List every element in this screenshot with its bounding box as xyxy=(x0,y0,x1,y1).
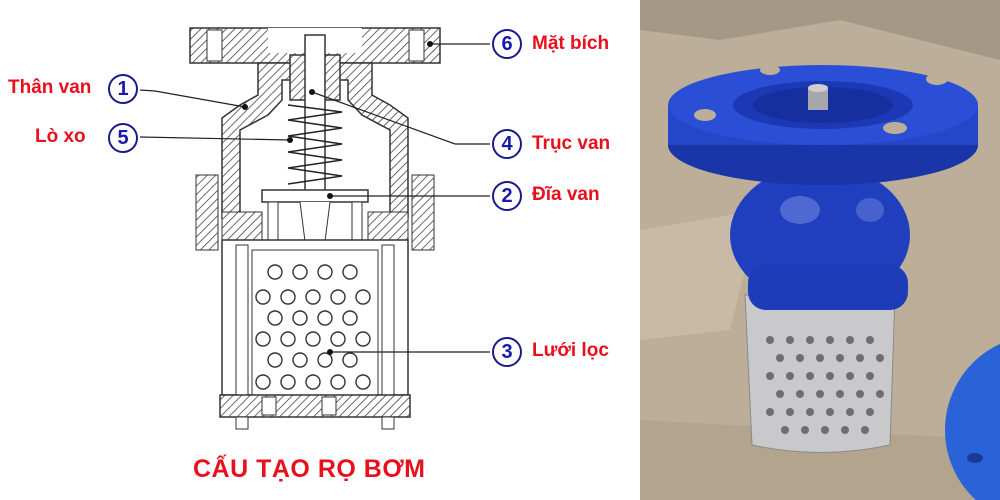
part-number-badge: 1 xyxy=(108,74,138,104)
part-number-badge: 3 xyxy=(492,337,522,367)
part-number-badge: 2 xyxy=(492,181,522,211)
photo-illustration xyxy=(640,0,1000,500)
diagram-title: CẤU TẠO RỌ BƠM xyxy=(193,455,426,483)
label-luoi-loc: Lưới lọc xyxy=(532,340,609,361)
cross-section-diagram: Thân van 1 Lò xo 5 6 Mặt bích 4 Trục van… xyxy=(8,27,611,483)
part-number-badge: 5 xyxy=(108,123,138,153)
part-number-badge: 4 xyxy=(492,129,522,159)
part-number-badge: 6 xyxy=(492,29,522,59)
label-than-van: Thân van xyxy=(8,77,92,98)
foot-valve-photo xyxy=(640,0,1000,500)
label-lo-xo: Lò xo xyxy=(35,126,86,147)
label-truc-van: Trục van xyxy=(532,133,611,154)
label-dia-van: Đĩa van xyxy=(532,184,600,205)
valve-cross-section-drawing xyxy=(139,27,490,430)
label-mat-bich: Mặt bích xyxy=(532,33,610,54)
